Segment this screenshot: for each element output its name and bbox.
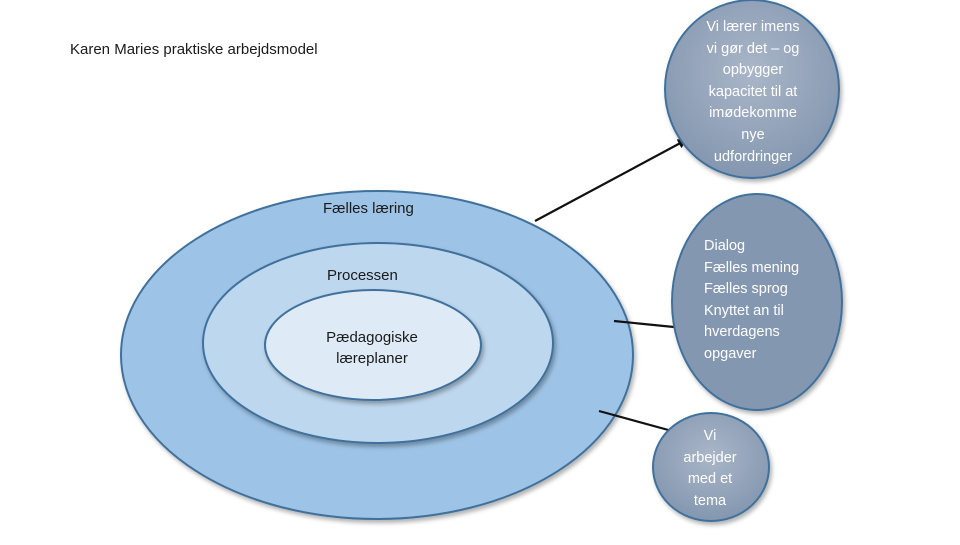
top-bubble-line: kapacitet til at — [708, 83, 798, 100]
top-bubble-line: nye — [741, 126, 765, 143]
bottom-bubble-line: Vi — [703, 428, 717, 444]
top-bubble-line: imødekomme — [709, 105, 797, 122]
diagram-title: Karen Maries praktiske arbejdsmodel — [70, 41, 318, 58]
top-bubble-line: Vi lærer imens — [706, 19, 800, 35]
middle-bubble-text: Dialog Fælles mening Fælles sprog Knytte… — [704, 236, 834, 366]
inner-ring — [264, 289, 482, 401]
middle-bubble-line: opgaver — [704, 345, 757, 362]
bottom-bubble — [652, 412, 770, 522]
middle-bubble-line: Knyttet an til — [704, 302, 784, 319]
middle-bubble-line: Fælles sprog — [704, 281, 788, 298]
middle-bubble-line: Dialog — [704, 238, 746, 254]
top-bubble-text: Vi lærer imens vi gør det – og opbygger … — [680, 17, 826, 168]
outer-ring-label: Fælles læring — [323, 200, 414, 217]
middle-bubble-line: hverdagens — [704, 324, 780, 341]
top-bubble-line: udfordringer — [713, 148, 793, 165]
bottom-bubble-line: med et — [687, 471, 733, 488]
bottom-bubble-text: Vi arbejder med et tema — [660, 426, 760, 512]
middle-ring-label: Processen — [327, 267, 398, 284]
top-bubble-line: vi gør det – og — [706, 40, 800, 57]
bottom-bubble-line: tema — [693, 492, 727, 509]
arrow-to-top-bubble — [534, 139, 688, 222]
inner-ring-label: Pædagogiske læreplaner — [326, 329, 418, 367]
middle-bubble — [671, 193, 843, 411]
bottom-bubble-line: arbejder — [683, 449, 737, 466]
middle-bubble-line: Fælles mening — [704, 259, 800, 276]
top-bubble — [664, 0, 840, 179]
top-bubble-line: opbygger — [722, 62, 784, 79]
